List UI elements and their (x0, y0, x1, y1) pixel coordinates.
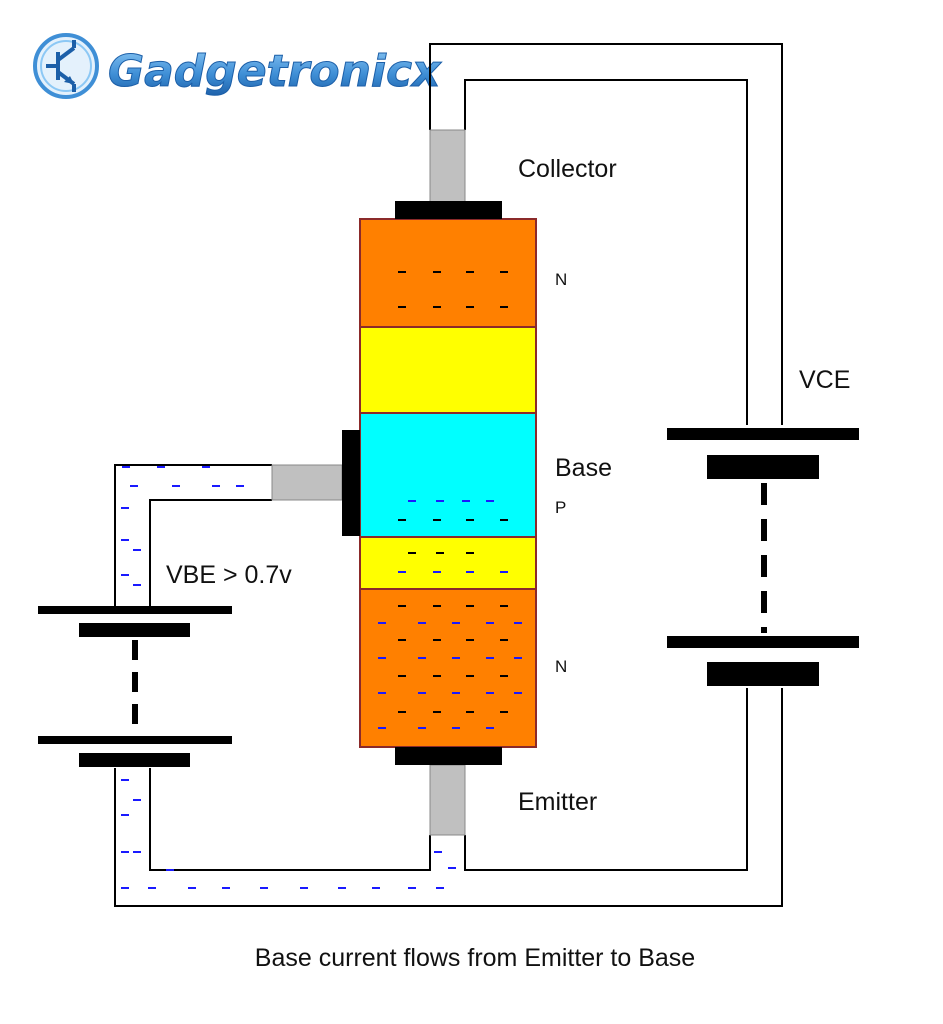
vce-label: VCE (799, 366, 850, 394)
collector-n-region (359, 218, 537, 328)
black-electrons (398, 271, 508, 713)
transistor-symbol-icon (33, 33, 99, 99)
collector-label: Collector (518, 155, 617, 183)
collector-wire-outer (429, 43, 783, 425)
emitter-wire-inner (464, 688, 748, 871)
vce-cell-1-positive (667, 428, 859, 440)
logo: Gadgetronicx (33, 33, 443, 99)
collector-contact (395, 201, 502, 219)
circuit-wires (114, 43, 783, 907)
vce-cell-1-negative (707, 455, 819, 479)
base-p-region (359, 412, 537, 538)
vbe-cell-1-negative (79, 623, 190, 637)
n-top-label: N (555, 270, 567, 289)
vce-cell-2-negative (707, 662, 819, 686)
blue-electrons (378, 500, 522, 729)
wire-electron-flow (121, 466, 456, 889)
base-wire-inner (149, 499, 272, 606)
base-wire-outer (114, 464, 272, 606)
p-label: P (555, 498, 566, 517)
emitter-wire-inner-left (149, 768, 431, 871)
collector-depletion-region (359, 326, 537, 414)
emitter-wire-outer (114, 688, 783, 907)
logo-text: Gadgetronicx (108, 46, 442, 97)
vce-battery (667, 428, 859, 686)
emitter-label: Emitter (518, 788, 597, 816)
vbe-battery (38, 606, 232, 767)
emitter-contact (395, 747, 502, 765)
vbe-label: VBE > 0.7v (166, 561, 292, 589)
vbe-cell-2-positive (38, 736, 232, 744)
vce-cell-2-positive (667, 636, 859, 648)
transistor-body (359, 218, 537, 748)
base-label: Base (555, 454, 612, 482)
emitter-depletion-region (359, 536, 537, 590)
emitter-lead (429, 764, 466, 836)
emitter-n-region (359, 588, 537, 748)
n-bottom-label: N (555, 657, 567, 676)
base-contact (342, 430, 360, 536)
collector-lead (429, 129, 466, 203)
vbe-cell-2-negative (79, 753, 190, 767)
caption: Base current flows from Emitter to Base (255, 944, 695, 972)
vbe-cell-1-positive (38, 606, 232, 614)
base-lead (271, 464, 343, 501)
collector-wire-inner (464, 79, 748, 425)
